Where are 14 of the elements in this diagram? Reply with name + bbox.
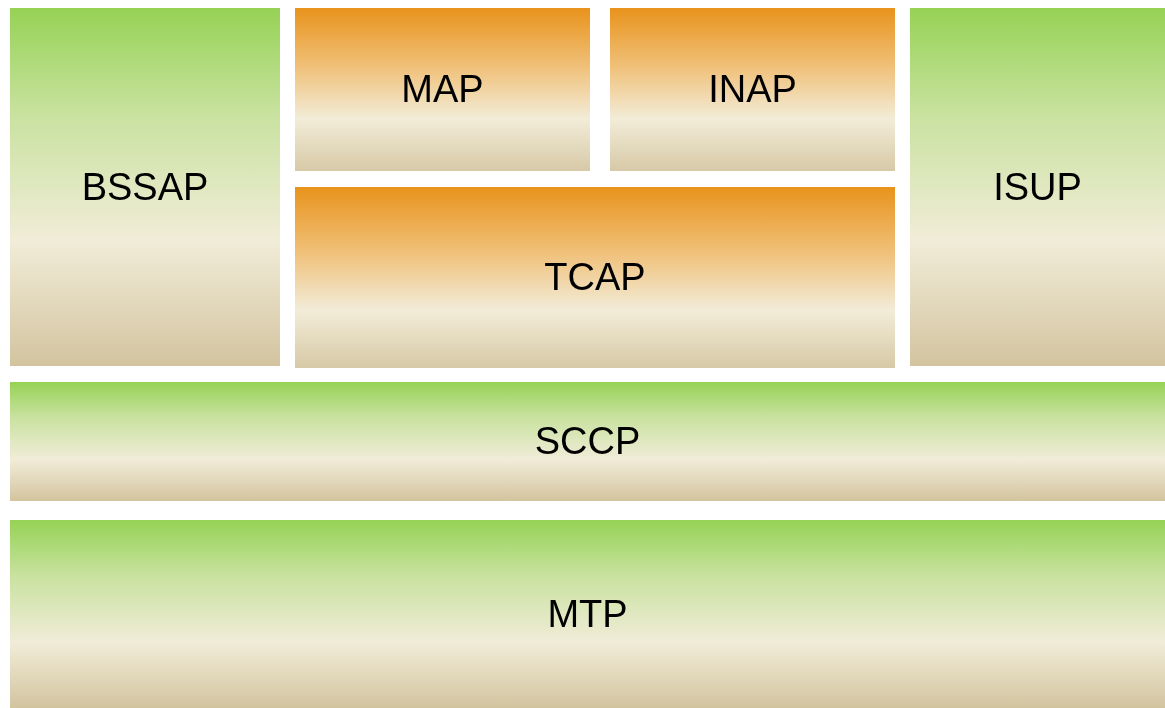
protocol-layer-box: [10, 520, 1165, 708]
protocol-layer-box: [295, 187, 895, 368]
protocol-layer-box: [10, 382, 1165, 501]
layer-label: MAP: [401, 68, 484, 111]
protocol-layer-box: [610, 8, 895, 171]
layer-label: MTP: [547, 592, 628, 636]
layer-label: INAP: [708, 68, 797, 111]
protocol-layer-box: [295, 8, 590, 171]
protocol-layer-box: [910, 8, 1165, 366]
layer-label: ISUP: [993, 165, 1082, 209]
protocol-layer-box: [10, 8, 280, 366]
layer-label: BSSAP: [81, 165, 209, 209]
layer-label: TCAP: [544, 256, 646, 299]
layer-label: SCCP: [534, 420, 641, 463]
